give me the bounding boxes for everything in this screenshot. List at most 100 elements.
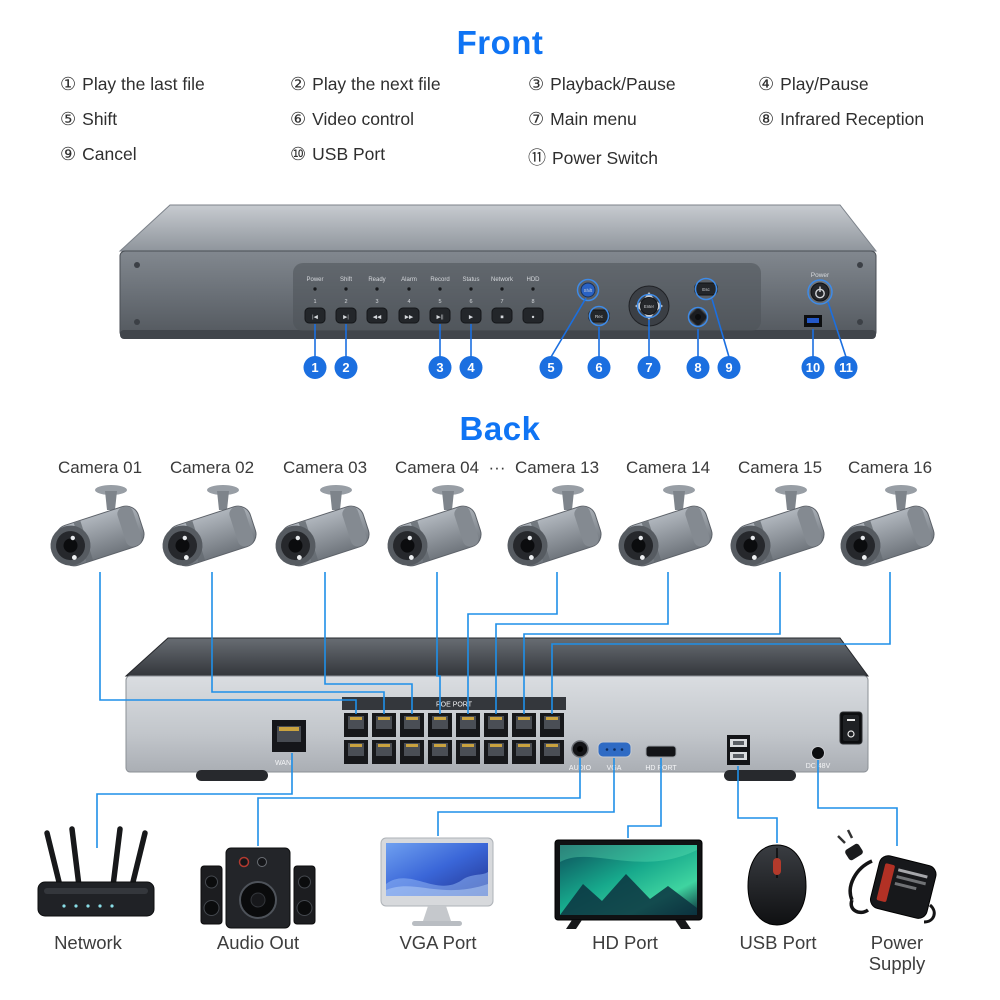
led-label: Ready: [368, 277, 385, 283]
usb-port-label: USB Port: [739, 932, 817, 953]
svg-text:●: ●: [531, 315, 534, 321]
camera-01-label: Camera 01: [57, 458, 143, 477]
stop-button: [491, 307, 513, 324]
enter-button-label: Enter: [644, 304, 655, 309]
callout-9: 9: [717, 356, 741, 379]
power-adapter: [837, 829, 937, 924]
line-dc-power: [817, 760, 898, 846]
svg-text:1: 1: [313, 299, 316, 305]
network-label: Network: [54, 932, 122, 953]
callout-5: 5: [539, 356, 563, 379]
speakers: [200, 847, 316, 929]
svg-text:■: ■: [500, 315, 503, 321]
back-usb-ports: [727, 735, 750, 765]
camera-01: [44, 484, 148, 573]
camera-15-label: Camera 15: [737, 458, 823, 477]
svg-text:7: 7: [500, 299, 503, 305]
line-camera15-poe: [523, 572, 781, 714]
callout-10: 10: [801, 356, 825, 379]
playback-pause-button: [429, 307, 451, 324]
peripheral-connection-lines: [96, 753, 898, 848]
device-foot: [196, 770, 268, 781]
led-label: Record: [430, 277, 449, 283]
wan-port: WAN: [272, 720, 306, 767]
plug-icon: [845, 843, 863, 861]
power-switch: [839, 711, 863, 745]
device-foot: [724, 770, 796, 781]
line-vga-monitor: [437, 758, 615, 836]
play-pause-button: [460, 307, 482, 324]
line-camera01-poe: [99, 572, 357, 714]
screw-icon: [857, 262, 863, 268]
callout-8: 8: [686, 356, 710, 379]
camera-04-label: Camera 04: [394, 458, 480, 477]
svg-text:4: 4: [407, 299, 410, 305]
cameras: [44, 484, 938, 573]
callout-11: 11: [834, 356, 858, 379]
line-camera04-poe: [436, 572, 441, 714]
led-label: Shift: [340, 277, 352, 283]
svg-text:▶▶: ▶▶: [405, 315, 414, 321]
line-camera02-poe: [211, 572, 385, 714]
shift-button-label: Shift: [584, 288, 593, 293]
audio-out-label: Audio Out: [216, 932, 300, 953]
rewind-button: [366, 307, 388, 324]
front-button-numbers: 1 2 3 4 5 6 7 8: [313, 299, 534, 305]
line-hd-tv: [627, 758, 662, 838]
svg-text:▶: ▶: [469, 315, 474, 321]
camera-03: [269, 484, 373, 573]
tv: [554, 839, 703, 929]
line-camera13-poe: [467, 572, 558, 714]
power-panel-label: Power: [811, 272, 830, 279]
screw-icon: [857, 319, 863, 325]
svg-text:◀◀: ◀◀: [373, 315, 382, 321]
camera-ellipsis: ···: [488, 458, 506, 477]
led-label: Power: [306, 277, 323, 283]
camera-13-label: Camera 13: [514, 458, 600, 477]
wan-label: WAN: [275, 760, 291, 767]
camera-02-label: Camera 02: [169, 458, 255, 477]
monitor: [380, 837, 494, 926]
front-section-title: Front: [456, 24, 544, 61]
camera-02: [156, 484, 260, 573]
svg-text:3: 3: [375, 299, 378, 305]
scroll-wheel-icon: [773, 858, 781, 875]
nvr-front-device: Power Shift Ready Alarm Record Status Ne…: [118, 204, 878, 339]
line-camera16-poe: [551, 572, 891, 714]
screw-icon: [134, 262, 140, 268]
led-label: Network: [491, 277, 514, 283]
line-audio-speakers: [257, 758, 581, 846]
callout-2: 2: [334, 356, 358, 379]
callout-lines: [314, 297, 847, 358]
vga-port-label: VGA Port: [399, 932, 477, 953]
svg-text:|◀: |◀: [312, 315, 318, 321]
front-led-dots: [312, 286, 536, 292]
enter-button: [640, 297, 658, 315]
back-section-title: Back: [459, 410, 541, 447]
line-camera14-poe: [495, 572, 669, 714]
hd-port-label: HD Port: [592, 932, 658, 953]
camera-15: [724, 484, 828, 573]
button-highlights: [576, 277, 833, 328]
led-label: HDD: [527, 277, 541, 283]
svg-text:5: 5: [438, 299, 441, 305]
screw-icon: [134, 319, 140, 325]
mouse: [747, 844, 807, 926]
poe-label: POE PORT: [436, 702, 473, 709]
camera-16: [834, 484, 938, 573]
svg-text:6: 6: [469, 299, 472, 305]
line-usb-mouse: [737, 766, 778, 843]
